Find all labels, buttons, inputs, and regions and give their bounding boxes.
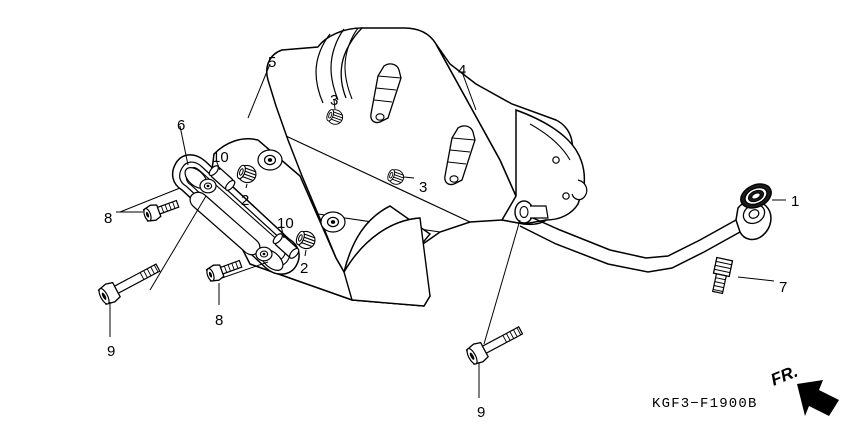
callout-10-lower: 10 bbox=[277, 215, 294, 232]
bolt-short-upper-part bbox=[142, 199, 180, 222]
callout-3-lower: 3 bbox=[419, 179, 428, 196]
exhaust-pipe-group bbox=[514, 200, 772, 273]
collar-lower-part bbox=[272, 233, 300, 259]
leader-lines bbox=[109, 63, 786, 398]
bolt-long-bottom-part bbox=[465, 326, 524, 365]
protector-tab-upper bbox=[370, 63, 402, 124]
callout-9-left: 9 bbox=[107, 343, 116, 360]
collar-upper-part bbox=[208, 165, 236, 191]
callout-4: 4 bbox=[458, 62, 467, 79]
callout-2-upper: 2 bbox=[241, 192, 250, 209]
bolt-short-lower-part bbox=[205, 259, 243, 282]
front-direction-arrow-icon bbox=[797, 380, 839, 416]
part-code-text: KGF3−F1900B bbox=[652, 396, 758, 412]
callout-8-upper: 8 bbox=[104, 210, 113, 227]
stay-bracket-part bbox=[171, 154, 300, 275]
callout-5: 5 bbox=[268, 54, 277, 71]
callout-6: 6 bbox=[177, 117, 186, 134]
callout-2-lower: 2 bbox=[300, 260, 309, 277]
callout-3-upper: 3 bbox=[330, 92, 339, 109]
callout-9-bottom: 9 bbox=[477, 404, 486, 421]
callout-8-lower: 8 bbox=[215, 312, 224, 329]
muffler-mount-boss-lower bbox=[320, 211, 346, 233]
callout-1: 1 bbox=[791, 193, 800, 210]
callout-7: 7 bbox=[779, 279, 788, 296]
muffler-mount-boss-upper bbox=[257, 149, 283, 171]
bolt-long-left-part bbox=[97, 263, 161, 305]
protector-tab-lower bbox=[444, 125, 476, 186]
gasket-part bbox=[740, 183, 772, 209]
stud-bolt-part bbox=[711, 256, 734, 295]
callout-10-upper: 10 bbox=[212, 149, 229, 166]
